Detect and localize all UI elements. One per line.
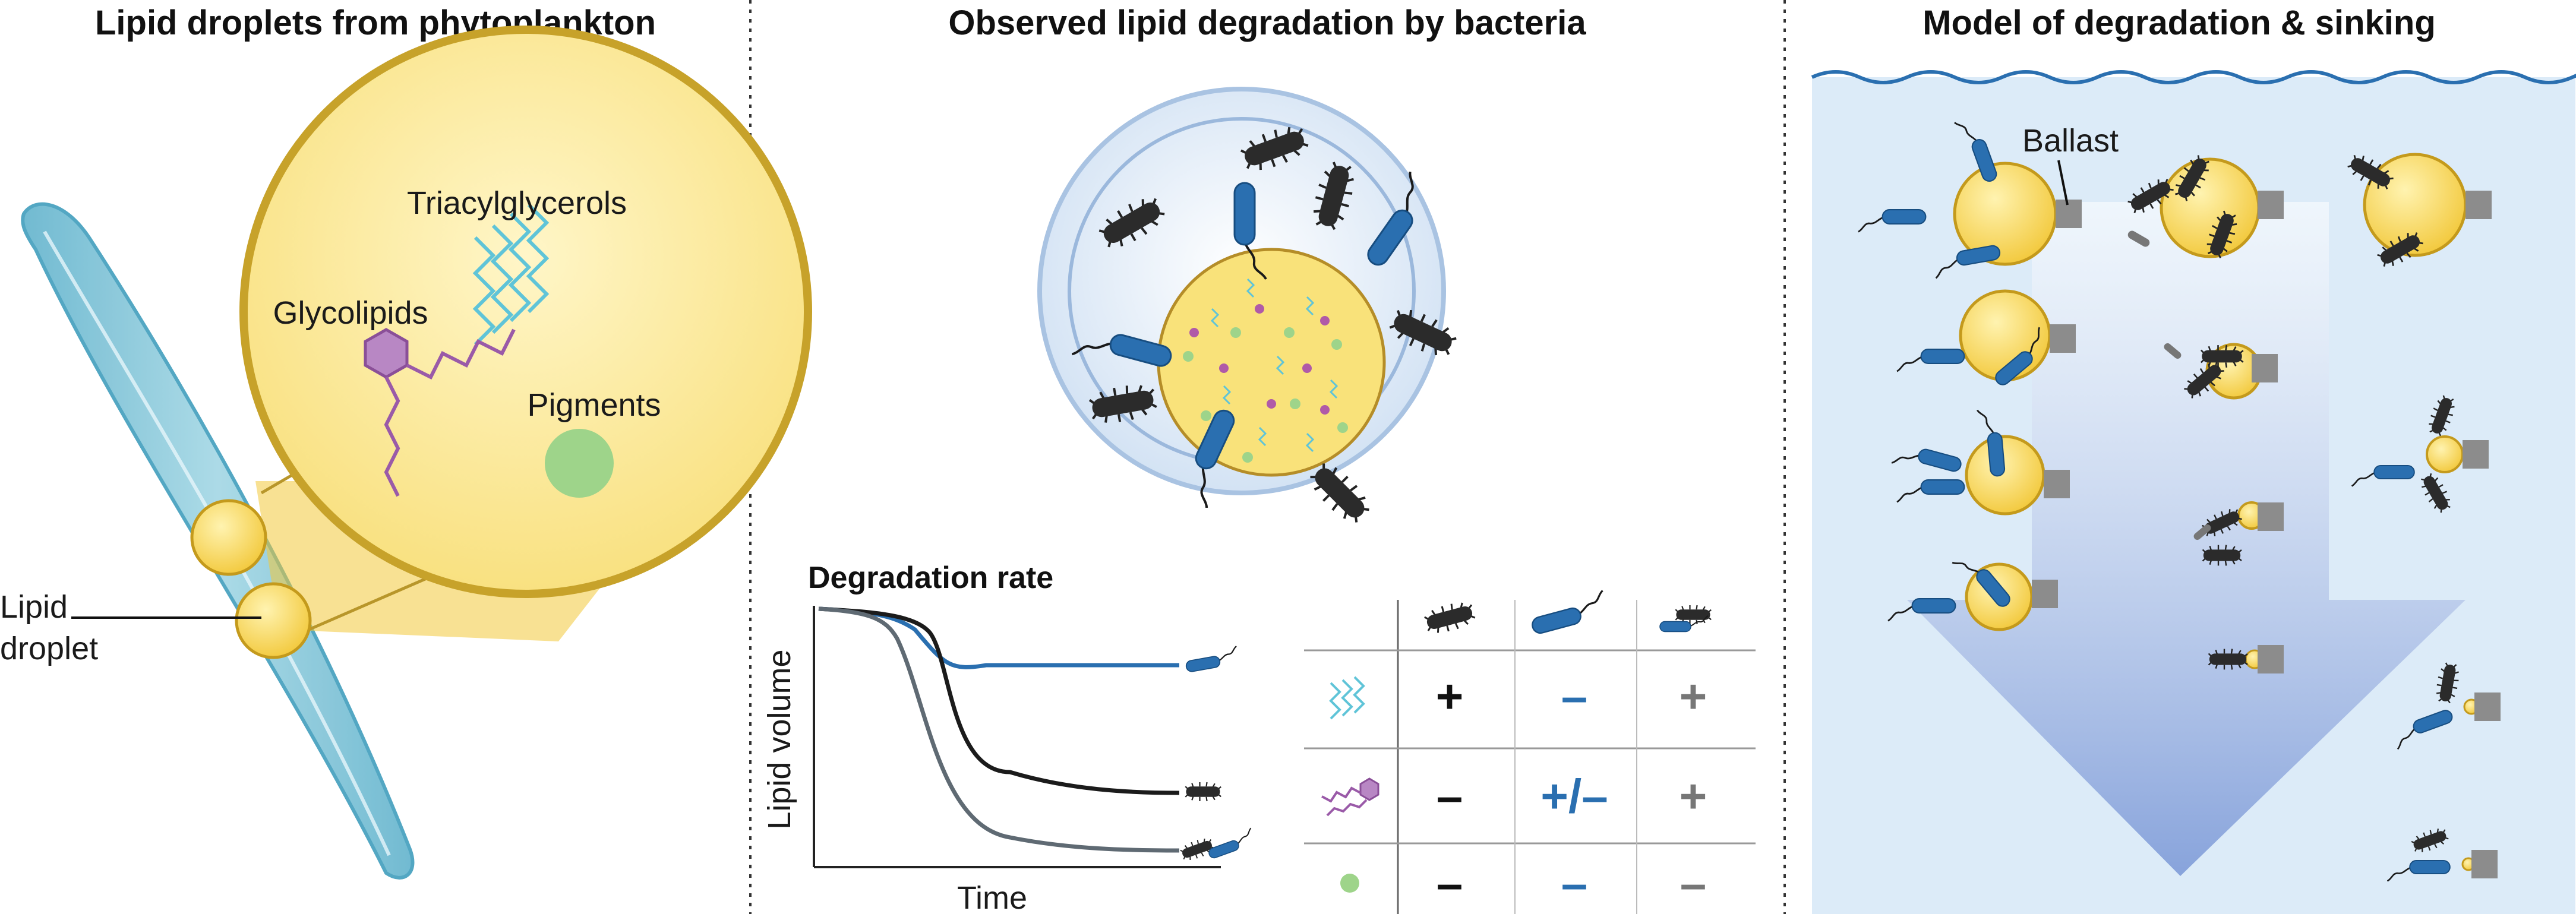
row-triacylglycerol-icon: [1329, 676, 1365, 720]
curve-black: [818, 606, 1180, 795]
zoomed-lipid-droplet: Triacylglycerols Glycolipids Pigments: [239, 26, 812, 598]
label-pigments: Pigments: [527, 387, 661, 423]
lipid-droplet-2: [235, 582, 312, 659]
sea-surface: [1811, 70, 2576, 84]
cell-tag-blue: –: [1561, 670, 1588, 723]
panel-title-middle: Observed lipid degradation by bacteria: [948, 4, 1586, 42]
row-pigment-icon: [1340, 874, 1359, 893]
cell-pigment-black: –: [1437, 857, 1463, 910]
cell-pigment-blue: –: [1561, 857, 1588, 910]
legend-black-bacterium: [1185, 781, 1222, 802]
ocean-model: Ballast: [1811, 70, 2576, 914]
degradation-chart: Degradation rate Lipid volume Time: [762, 561, 1257, 916]
curve-gray: [818, 606, 1180, 853]
cell-glyco-black: –: [1437, 770, 1463, 823]
label-ballast: Ballast: [2022, 123, 2119, 159]
row-glycolipid-icon: [1321, 777, 1379, 817]
label-lipid-droplet-line1: Lipid: [0, 589, 68, 625]
y-axis-label: Lipid volume: [762, 649, 797, 829]
cell-glyco-mixed: +: [1680, 770, 1707, 823]
legend-blue-bacterium: [1183, 645, 1240, 673]
cell-pigment-mixed: –: [1680, 857, 1707, 910]
glycolipid-icon: [364, 328, 516, 497]
sinking-arrow: [1907, 202, 2465, 876]
column-1: [1857, 114, 2082, 631]
panel-title-right: Model of degradation & sinking: [1922, 4, 2436, 42]
column-3: [2344, 150, 2501, 882]
x-axis-label: Time: [957, 880, 1027, 914]
observed-lipid-droplet: [1157, 248, 1386, 477]
cell-tag-mixed: +: [1680, 670, 1707, 723]
ballast-pointer: [2057, 160, 2069, 205]
legend-mixed-blue: [1205, 827, 1257, 860]
lipid-droplet-1: [190, 499, 267, 576]
cell-tag-black: +: [1436, 670, 1464, 723]
column-black-bacterium: [1422, 597, 1478, 637]
cell-glyco-blue: +/–: [1540, 770, 1608, 823]
pigment-icon: [545, 429, 614, 498]
triacylglycerol-icon: [472, 203, 550, 346]
observed-sphere: [1037, 87, 1461, 528]
degradation-table: + – + – +/– + – – –: [1304, 589, 1756, 914]
column-blue-bacterium: [1527, 589, 1611, 636]
column-2: [2124, 151, 2284, 673]
chart-title: Degradation rate: [808, 561, 1053, 595]
label-lipid-droplet-line2: droplet: [0, 631, 98, 666]
label-triacylglycerols: Triacylglycerols: [407, 185, 627, 221]
label-glycolipids: Glycolipids: [273, 295, 428, 331]
